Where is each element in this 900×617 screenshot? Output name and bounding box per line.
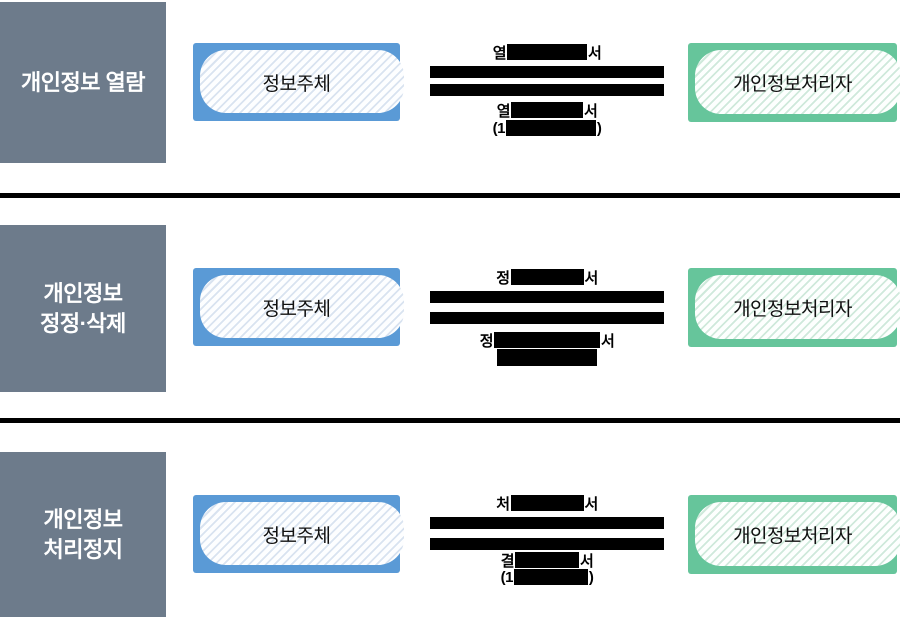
arrow-bar-response [430, 312, 664, 324]
processor-box: 개인정보처리자 [688, 495, 900, 574]
category-label: 개인정보 [43, 506, 123, 532]
response-doc-label: 정 서 [410, 331, 684, 350]
category-box-correction: 개인정보 정정·삭제 [0, 225, 166, 392]
category-label: 개인정보 열람 [20, 69, 146, 95]
section-divider [0, 418, 900, 423]
redaction-box [505, 120, 596, 136]
request-doc-label: 처 서 [410, 494, 684, 513]
deadline-suffix: ) [596, 119, 602, 137]
response-doc-prefix: 결 [500, 552, 515, 570]
arrow-bar-request [430, 517, 664, 529]
category-label: 개인정보 [43, 280, 123, 306]
redaction-box [513, 569, 588, 585]
deadline-label: (1 ) [410, 568, 684, 586]
response-doc-suffix: 서 [601, 332, 615, 350]
arrow-bar-response [430, 538, 664, 550]
processor-label: 개인정보처리자 [733, 526, 852, 547]
arrow-bar-request [430, 66, 664, 78]
redaction-box [510, 495, 584, 511]
request-doc-label: 열 서 [410, 43, 684, 62]
redaction-box [507, 44, 587, 60]
response-doc-label: 결 서 [410, 551, 684, 570]
section-divider [0, 193, 900, 198]
processor-box: 개인정보처리자 [688, 268, 900, 347]
redaction-box [510, 269, 584, 285]
request-doc-suffix: 서 [584, 269, 599, 287]
processor-box-hatch [695, 275, 900, 339]
category-box-suspension: 개인정보 처리정지 [0, 452, 166, 617]
redaction-box [494, 332, 600, 348]
subject-label: 정보주체 [262, 298, 331, 320]
arrow-bar-request [430, 291, 664, 303]
request-doc-prefix: 정 [496, 269, 510, 287]
request-doc-suffix: 서 [588, 44, 602, 62]
response-doc-suffix: 서 [580, 552, 594, 570]
request-doc-label: 정 서 [410, 268, 684, 287]
processor-box: 개인정보처리자 [688, 43, 900, 122]
request-doc-prefix: 열 [492, 44, 507, 62]
deadline-label: (1 ) [410, 119, 684, 137]
subject-box: 정보주체 [193, 43, 404, 121]
processor-box-hatch [695, 502, 900, 566]
arrow-bar-response [430, 84, 664, 96]
request-doc-prefix: 처 [496, 495, 510, 513]
request-doc-suffix: 서 [584, 495, 599, 513]
response-doc-prefix: 정 [479, 332, 494, 350]
category-box-access: 개인정보 열람 [0, 2, 166, 163]
response-doc-suffix: 서 [584, 102, 598, 120]
response-doc-prefix: 열 [496, 102, 511, 120]
deadline-prefix: (1 [500, 568, 514, 586]
processor-box-hatch [695, 50, 900, 114]
redaction-box [511, 102, 583, 118]
processor-label: 개인정보처리자 [733, 74, 852, 95]
subject-label: 정보주체 [262, 73, 331, 95]
subject-box: 정보주체 [193, 495, 404, 573]
subject-box-hatch [200, 502, 404, 565]
deadline-label [410, 348, 684, 366]
category-label: 정정·삭제 [40, 310, 126, 336]
subject-box-hatch [200, 275, 404, 338]
category-label: 처리정지 [43, 536, 123, 562]
redaction-box [497, 348, 597, 366]
subject-box-hatch [200, 50, 404, 113]
response-doc-label: 열 서 [410, 101, 684, 120]
deadline-suffix: ) [588, 568, 594, 586]
subject-box: 정보주체 [193, 268, 404, 346]
processor-label: 개인정보처리자 [733, 299, 852, 320]
deadline-prefix: (1 [492, 119, 506, 137]
redaction-box [515, 552, 579, 568]
subject-label: 정보주체 [262, 525, 331, 547]
